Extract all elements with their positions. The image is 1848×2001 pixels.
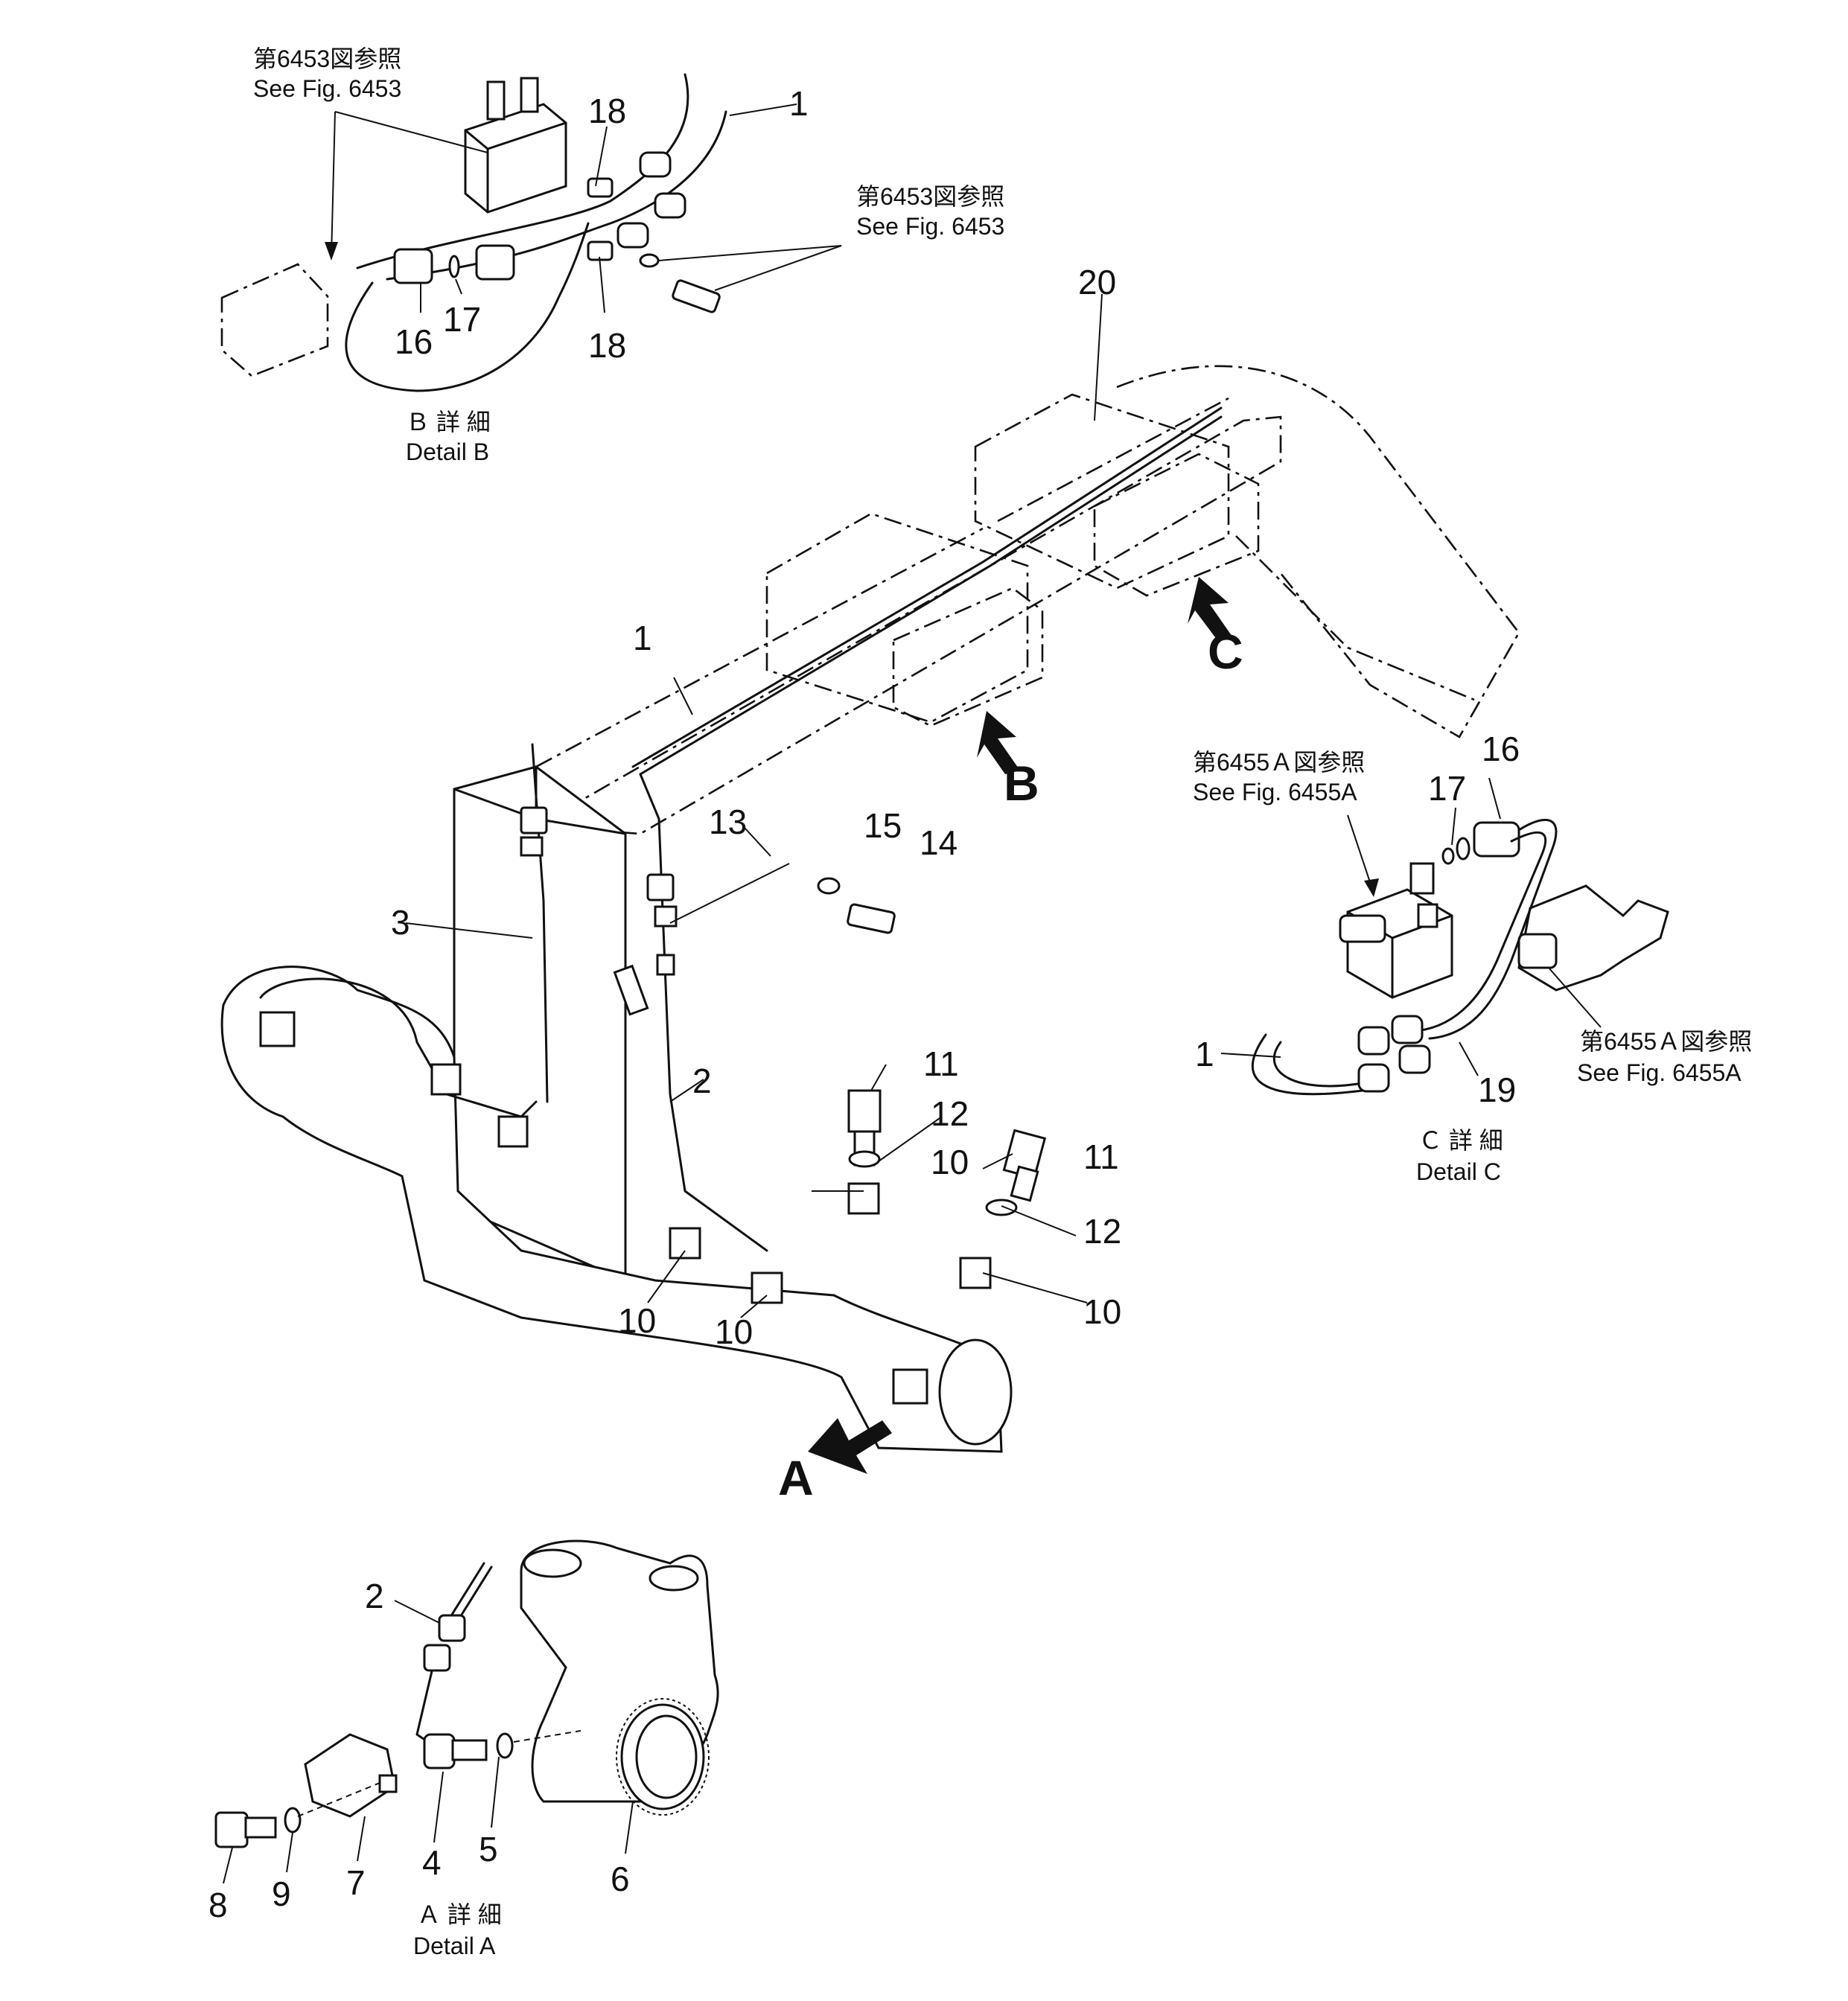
callout-5: 5	[479, 1830, 498, 1868]
view-arrow-c: C	[1208, 624, 1243, 679]
callout-10-right: 10	[1083, 1292, 1121, 1331]
callout-20: 20	[1078, 263, 1116, 301]
ref-fig-6455a-jp-c-right: 第6455Ａ図参照	[1580, 1028, 1752, 1055]
view-arrow-a-shape	[808, 1418, 892, 1474]
callout-11-right: 11	[1083, 1137, 1119, 1176]
detail-c-label-jp: Ｃ 詳 細	[1418, 1127, 1503, 1154]
callout-14: 14	[920, 823, 958, 862]
callout-2-main: 2	[692, 1062, 712, 1100]
callout-12-right: 12	[1083, 1212, 1121, 1251]
callout-17-detail-b: 17	[443, 300, 481, 339]
callout-10-top: 10	[931, 1143, 969, 1181]
ref-fig-6455a-en-c-right: See Fig. 6455A	[1577, 1059, 1742, 1086]
callout-11-left: 11	[923, 1044, 959, 1083]
ref-fig-6455a-en-c-left: See Fig. 6455A	[1193, 779, 1357, 805]
callout-9: 9	[272, 1874, 291, 1913]
detail-a-illustration	[214, 1539, 719, 1884]
view-arrow-b: B	[1004, 756, 1039, 811]
ref-fig-6453-jp-b-right: 第6453図参照	[856, 183, 1004, 210]
callout-19: 19	[1478, 1070, 1516, 1109]
view-arrow-c-shape	[1188, 577, 1232, 640]
detail-b-label-jp: Ｂ 詳 細	[406, 409, 491, 435]
callout-18-bottom: 18	[588, 326, 626, 365]
callout-2-detail-a: 2	[365, 1577, 384, 1615]
callout-10-bottom-left: 10	[618, 1301, 656, 1340]
callout-18-top: 18	[588, 92, 626, 130]
detail-c-label-en: Detail C	[1416, 1158, 1501, 1185]
detail-c-illustration	[1220, 777, 1669, 1096]
callout-13: 13	[709, 802, 747, 841]
ref-fig-6453-en-b-top: See Fig. 6453	[253, 75, 401, 102]
callout-8: 8	[208, 1886, 228, 1924]
callout-6: 6	[611, 1860, 630, 1898]
detail-b-illustration	[220, 73, 842, 392]
callout-12-left: 12	[931, 1094, 969, 1133]
ref-fig-6453-en-b-right: See Fig. 6453	[856, 213, 1004, 240]
callout-17-detail-c: 17	[1428, 769, 1466, 808]
callout-15: 15	[864, 806, 902, 845]
callout-4: 4	[422, 1843, 442, 1882]
callout-7: 7	[346, 1863, 366, 1902]
callout-1-detail-c: 1	[1195, 1035, 1214, 1073]
callout-1-detail-b: 1	[789, 84, 809, 123]
callout-16-detail-c: 16	[1482, 730, 1520, 768]
callout-16-detail-b: 16	[395, 322, 433, 361]
detail-a-label-en: Detail A	[413, 1933, 496, 1959]
callout-10-bottom-mid: 10	[715, 1312, 753, 1351]
ref-fig-6455a-jp-c-left: 第6455Ａ図参照	[1193, 749, 1365, 776]
callout-1-main: 1	[633, 619, 652, 657]
detail-b-label-en: Detail B	[406, 438, 489, 465]
view-arrow-b-shape	[977, 711, 1020, 774]
ref-fig-6453-jp-b-top: 第6453図参照	[253, 45, 401, 72]
detail-a-label-jp: Ａ 詳 細	[417, 1901, 502, 1928]
main-frame-illustration	[220, 293, 1520, 1453]
callout-3: 3	[391, 903, 410, 942]
view-arrow-a: A	[778, 1450, 814, 1505]
